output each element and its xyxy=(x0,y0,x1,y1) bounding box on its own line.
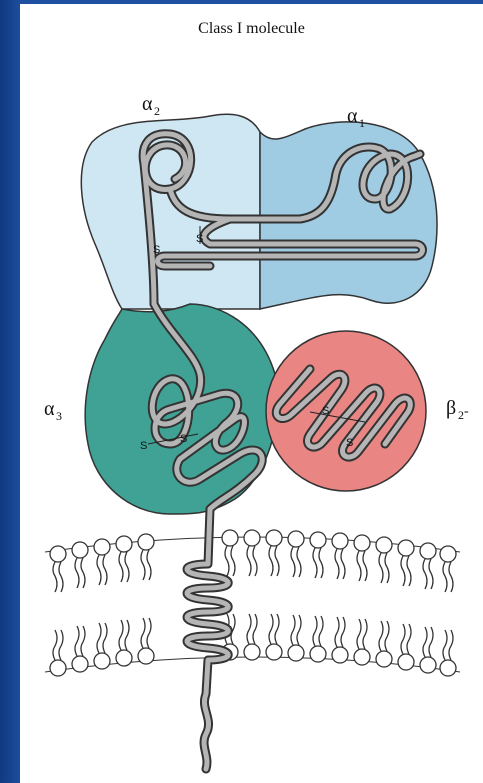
svg-text:2: 2 xyxy=(154,104,160,118)
mhc-class-i-diagram: S S S S S S α 2 α 1 α 3 β 2 - xyxy=(20,4,483,783)
disulfide-label-alpha2-bottom: S xyxy=(153,244,160,256)
cell-membrane xyxy=(45,530,460,676)
svg-text:α: α xyxy=(44,398,55,420)
svg-text:3: 3 xyxy=(56,409,62,423)
disulfide-label-beta2-left: S xyxy=(322,405,329,417)
disulfide-label-alpha2-top: S xyxy=(196,233,203,245)
disulfide-label-alpha3-left: S xyxy=(140,440,147,452)
disulfide-label-beta2-right: S xyxy=(346,437,353,449)
svg-text:-: - xyxy=(464,404,469,419)
alpha1-label: α 1 xyxy=(347,105,365,130)
svg-text:α: α xyxy=(142,93,153,115)
beta2-microglobulin-label: β 2 - xyxy=(446,397,469,422)
diagram-panel: Class I molecule xyxy=(20,4,483,783)
alpha2-label: α 2 xyxy=(142,93,160,118)
svg-text:α: α xyxy=(347,105,358,127)
svg-text:β: β xyxy=(446,397,456,419)
slide-left-edge xyxy=(0,0,20,783)
alpha3-label: α 3 xyxy=(44,398,62,423)
disulfide-label-alpha3-right: S xyxy=(180,433,187,445)
svg-text:1: 1 xyxy=(359,116,365,130)
